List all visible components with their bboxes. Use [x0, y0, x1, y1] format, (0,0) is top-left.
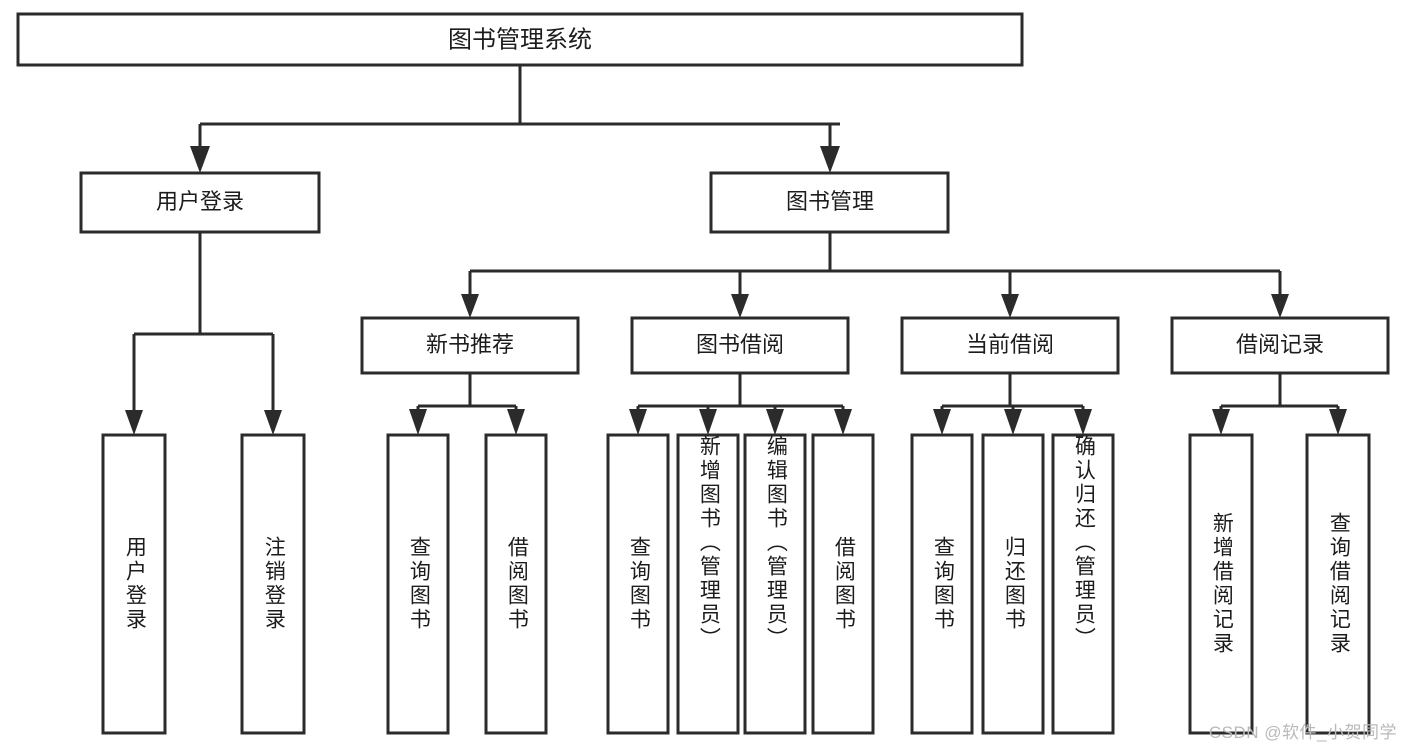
- arrow-to-leaf-borrow-book-2: [834, 409, 852, 435]
- arrow-to-borrow-record: [1271, 294, 1289, 318]
- node-book-manage[interactable]: 图书管理: [709, 171, 950, 234]
- arrow-to-book-borrow: [731, 294, 749, 318]
- node-book-manage-label: 图书管理: [786, 189, 874, 214]
- csdn-watermark: CSDN @软件_小贺同学: [1208, 723, 1397, 742]
- node-leaf-logout-login-rect[interactable]: [240, 433, 306, 735]
- arrow-to-leaf-add-record: [1212, 409, 1230, 435]
- node-book-borrow-rect[interactable]: [630, 316, 850, 375]
- node-leaf-query-book-2-rect[interactable]: [606, 433, 670, 735]
- node-borrow-record-rect[interactable]: [1170, 316, 1390, 375]
- edge-root-bus: [198, 65, 840, 154]
- node-leaf-confirm-return-rect[interactable]: [1051, 433, 1115, 735]
- arrow-to-leaf-add-book: [699, 409, 717, 435]
- node-leaf-borrow-book-1-rect[interactable]: [484, 433, 548, 735]
- node-current-borrow-label: 当前借阅: [966, 332, 1054, 357]
- arrow-to-leaf-edit-book: [766, 409, 784, 435]
- edge-bookmanage-bus: [468, 232, 1282, 296]
- arrow-to-current-borrow: [1001, 294, 1019, 318]
- node-leaf-query-record-rect[interactable]: [1305, 433, 1371, 735]
- edge-borrowrecord-bus: [1219, 373, 1340, 412]
- arrow-to-leaf-user-login: [125, 410, 143, 435]
- node-user-login[interactable]: 用户登录: [79, 171, 321, 234]
- arrow-to-leaf-query-record: [1329, 409, 1347, 435]
- node-root-rect[interactable]: [16, 12, 1024, 67]
- node-root[interactable]: 图书管理系统: [16, 12, 1024, 67]
- arrow-to-leaf-query-book-2: [629, 409, 647, 435]
- arrow-to-leaf-return-book: [1004, 409, 1022, 435]
- node-leaf-user-login-rect[interactable]: [101, 433, 167, 735]
- arrow-to-user-login: [190, 146, 210, 173]
- node-leaf-borrow-book-2-rect[interactable]: [811, 433, 875, 735]
- edge-userlogin-bus: [132, 232, 275, 412]
- node-leaf-add-record-rect[interactable]: [1188, 433, 1254, 735]
- arrow-to-leaf-confirm-return: [1074, 409, 1092, 435]
- node-book-borrow-label: 图书借阅: [696, 332, 784, 357]
- node-leaf-query-book-3-rect[interactable]: [910, 433, 974, 735]
- arrow-to-book-manage: [820, 146, 840, 173]
- edge-newbook-bus: [416, 373, 518, 412]
- node-borrow-record-label: 借阅记录: [1236, 332, 1324, 357]
- node-book-borrow[interactable]: 图书借阅: [630, 316, 850, 375]
- node-root-label: 图书管理系统: [448, 26, 592, 53]
- node-layer: 图书管理系统 用户登录 图书管理 新书推荐 图书借阅 当前: [16, 12, 1390, 735]
- node-borrow-record[interactable]: 借阅记录: [1170, 316, 1390, 375]
- edge-bookborrow-bus: [636, 373, 845, 412]
- arrow-to-leaf-query-book-3: [933, 409, 951, 435]
- node-user-login-rect[interactable]: [79, 171, 321, 234]
- node-book-manage-rect[interactable]: [709, 171, 950, 234]
- arrow-to-leaf-query-book-1: [409, 409, 427, 435]
- node-leaf-add-book-rect[interactable]: [676, 433, 740, 735]
- node-leaf-query-book-1-rect[interactable]: [386, 433, 450, 735]
- node-current-borrow-rect[interactable]: [900, 316, 1120, 375]
- node-new-book-recommend-label: 新书推荐: [426, 332, 514, 357]
- arrow-to-leaf-logout-login: [264, 410, 282, 435]
- node-user-login-label: 用户登录: [156, 189, 244, 214]
- edge-currentborrow-bus: [940, 373, 1085, 412]
- node-new-book-recommend-rect[interactable]: [360, 316, 580, 375]
- arrow-to-new-book-recommend: [461, 294, 479, 318]
- node-leaf-return-book-rect[interactable]: [981, 433, 1045, 735]
- arrow-to-leaf-borrow-book-1: [507, 409, 525, 435]
- connector-layer: [125, 65, 1347, 435]
- node-leaf-edit-book-rect[interactable]: [743, 433, 807, 735]
- node-current-borrow[interactable]: 当前借阅: [900, 316, 1120, 375]
- node-new-book-recommend[interactable]: 新书推荐: [360, 316, 580, 375]
